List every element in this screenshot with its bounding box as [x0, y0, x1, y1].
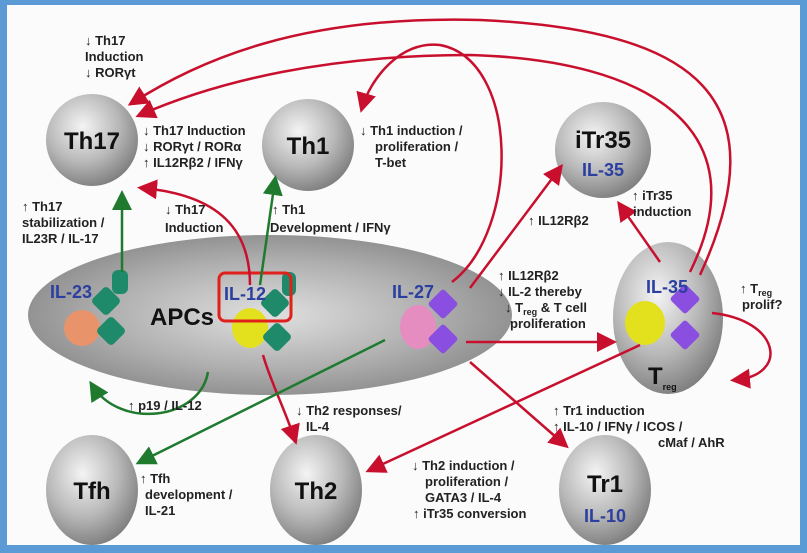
annotation-th2-responses: ↓ Th2 responses/ IL-4	[296, 403, 402, 434]
svg-text:↑ Tr1 induction: ↑ Tr1 induction	[553, 403, 645, 418]
svg-text:↓ Th2 induction /: ↓ Th2 induction /	[412, 458, 515, 473]
treg-cell: Treg	[613, 242, 723, 394]
svg-text:↑ Treg: ↑ Treg	[740, 281, 772, 298]
arrow-il27-to-tfh	[135, 338, 386, 465]
annotation-th1-development: ↑ Th1 Development / IFNγ	[270, 202, 391, 235]
arrow-il27-to-th1	[356, 43, 503, 283]
annotation-itr35-induction: ↑ iTr35 induction	[632, 188, 692, 219]
il27-label: IL-27	[392, 282, 434, 302]
tr1-cell: Tr1 IL-10	[559, 435, 651, 545]
apcs-label: APCs	[150, 304, 214, 331]
svg-text:stabilization /: stabilization /	[22, 215, 105, 230]
svg-text:Induction: Induction	[85, 49, 144, 64]
svg-text:↑ Th17: ↑ Th17	[22, 199, 62, 214]
svg-text:IL-4: IL-4	[306, 419, 330, 434]
svg-text:↑ IL-10 / IFNγ / ICOS /: ↑ IL-10 / IFNγ / ICOS /	[553, 419, 683, 434]
svg-text:proliferation: proliferation	[510, 316, 586, 331]
svg-text:proliferation /: proliferation /	[375, 139, 458, 154]
arrow-il27-to-itr35	[469, 164, 563, 289]
th2-label: Th2	[295, 478, 338, 505]
annotation-tfh-development: ↑ Tfh development / IL-21	[140, 471, 233, 518]
arrow-il35-to-th17-outer	[127, 18, 732, 276]
tr1-label: Tr1	[587, 471, 623, 498]
svg-text:development /: development /	[145, 487, 233, 502]
svg-text:↓ RORγt / RORα: ↓ RORγt / RORα	[143, 139, 241, 154]
svg-text:cMaf / AhR: cMaf / AhR	[658, 435, 725, 450]
svg-text:prolif?: prolif?	[742, 297, 782, 312]
svg-text:GATA3 / IL-4: GATA3 / IL-4	[425, 490, 502, 505]
itr35-il35-label: IL-35	[582, 160, 624, 180]
annotation-th2-induction: ↓ Th2 induction / proliferation / GATA3 …	[412, 458, 526, 521]
annotation-il27-effects: ↑ IL12Rβ2 ↓ IL-2 thereby ↓ Treg & T cell…	[498, 268, 587, 331]
th17-label: Th17	[64, 128, 120, 155]
svg-text:IL-21: IL-21	[145, 503, 175, 518]
promoting-arrows	[89, 175, 386, 465]
tfh-label: Tfh	[73, 478, 110, 505]
annotation-p19-il12: ↑ p19 / IL-12	[128, 398, 202, 413]
svg-text:↓ Th17 Induction: ↓ Th17 Induction	[143, 123, 246, 138]
svg-text:↓ Th17: ↓ Th17	[85, 33, 125, 48]
annotation-th17-induction: ↓ Th17 Induction	[165, 202, 224, 235]
il27-molecule-icon	[400, 289, 458, 354]
svg-text:IL23R / IL-17: IL23R / IL-17	[22, 231, 99, 246]
il12-highlight-box	[217, 271, 293, 323]
arrow-treg-self	[711, 311, 772, 389]
arrow-il12-to-th17	[137, 179, 252, 286]
svg-text:↓ RORγt: ↓ RORγt	[85, 65, 136, 80]
svg-text:↑ Th1: ↑ Th1	[272, 202, 305, 217]
svg-text:↑ iTr35: ↑ iTr35	[632, 188, 672, 203]
apc-cell	[28, 235, 512, 395]
svg-text:Development / IFNγ: Development / IFNγ	[270, 220, 391, 235]
itr35-label: iTr35	[575, 127, 631, 154]
arrow-il27-to-il23-p19	[89, 371, 210, 416]
il23-label: IL-23	[50, 282, 92, 302]
tr1-il10-label: IL-10	[584, 506, 626, 526]
arrow-il12-to-th2	[261, 354, 300, 445]
th2-cell: Th2	[270, 435, 362, 545]
inhibitory-arrows	[127, 18, 772, 473]
il12-molecule-icon	[232, 272, 296, 351]
svg-text:↑ Tfh: ↑ Tfh	[140, 471, 170, 486]
annotation-il12rb2: ↑ IL12Rβ2	[528, 213, 589, 228]
annotation-th17-stabilization: ↑ Th17 stabilization / IL23R / IL-17	[22, 199, 105, 246]
treg-label: Treg	[648, 363, 677, 392]
th1-cell: Th1	[262, 99, 354, 191]
svg-text:↓ Treg & T cell: ↓ Treg & T cell	[505, 300, 587, 317]
svg-text:↑ IL12Rβ2: ↑ IL12Rβ2	[498, 268, 559, 283]
arrow-il35-to-th17-inner	[135, 53, 713, 273]
annotation-th17-top: ↓ Th17 Induction ↓ RORγt	[85, 33, 144, 80]
annotation-tr1-induction: ↑ Tr1 induction ↑ IL-10 / IFNγ / ICOS / …	[553, 403, 725, 450]
svg-text:↓ Th1 induction /: ↓ Th1 induction /	[360, 123, 463, 138]
svg-text:↓ Th17: ↓ Th17	[165, 202, 205, 217]
th17-cell: Th17	[46, 94, 138, 186]
itr35-cell: iTr35 IL-35	[555, 102, 651, 198]
arrow-il27-to-tr1	[469, 361, 569, 449]
svg-text:induction: induction	[633, 204, 692, 219]
arrow-il12-to-th1	[258, 175, 283, 286]
svg-text:proliferation /: proliferation /	[425, 474, 508, 489]
annotation-th1-right: ↓ Th1 induction / proliferation / T-bet	[360, 123, 463, 170]
tfh-cell: Tfh	[46, 435, 138, 545]
arrow-treg-to-th2	[365, 343, 641, 473]
th1-label: Th1	[287, 133, 330, 160]
il12-label: IL-12	[224, 284, 266, 304]
svg-text:T-bet: T-bet	[375, 155, 407, 170]
annotation-treg-prolif: ↑ Treg prolif?	[740, 281, 782, 312]
arrow-treg-to-itr35	[617, 200, 662, 263]
svg-text:↓ Th2 responses/: ↓ Th2 responses/	[296, 403, 402, 418]
annotation-th17-right: ↓ Th17 Induction ↓ RORγt / RORα ↑ IL12Rβ…	[143, 123, 246, 170]
svg-text:Induction: Induction	[165, 220, 224, 235]
svg-text:↓ IL-2 thereby: ↓ IL-2 thereby	[498, 284, 583, 299]
il35-molecule-icon	[625, 284, 700, 350]
svg-text:↑ iTr35 conversion: ↑ iTr35 conversion	[413, 506, 526, 521]
svg-text:↑ IL12Rβ2 / IFNγ: ↑ IL12Rβ2 / IFNγ	[143, 155, 243, 170]
il35-label: IL-35	[646, 277, 688, 297]
il23-molecule-icon	[64, 270, 128, 346]
